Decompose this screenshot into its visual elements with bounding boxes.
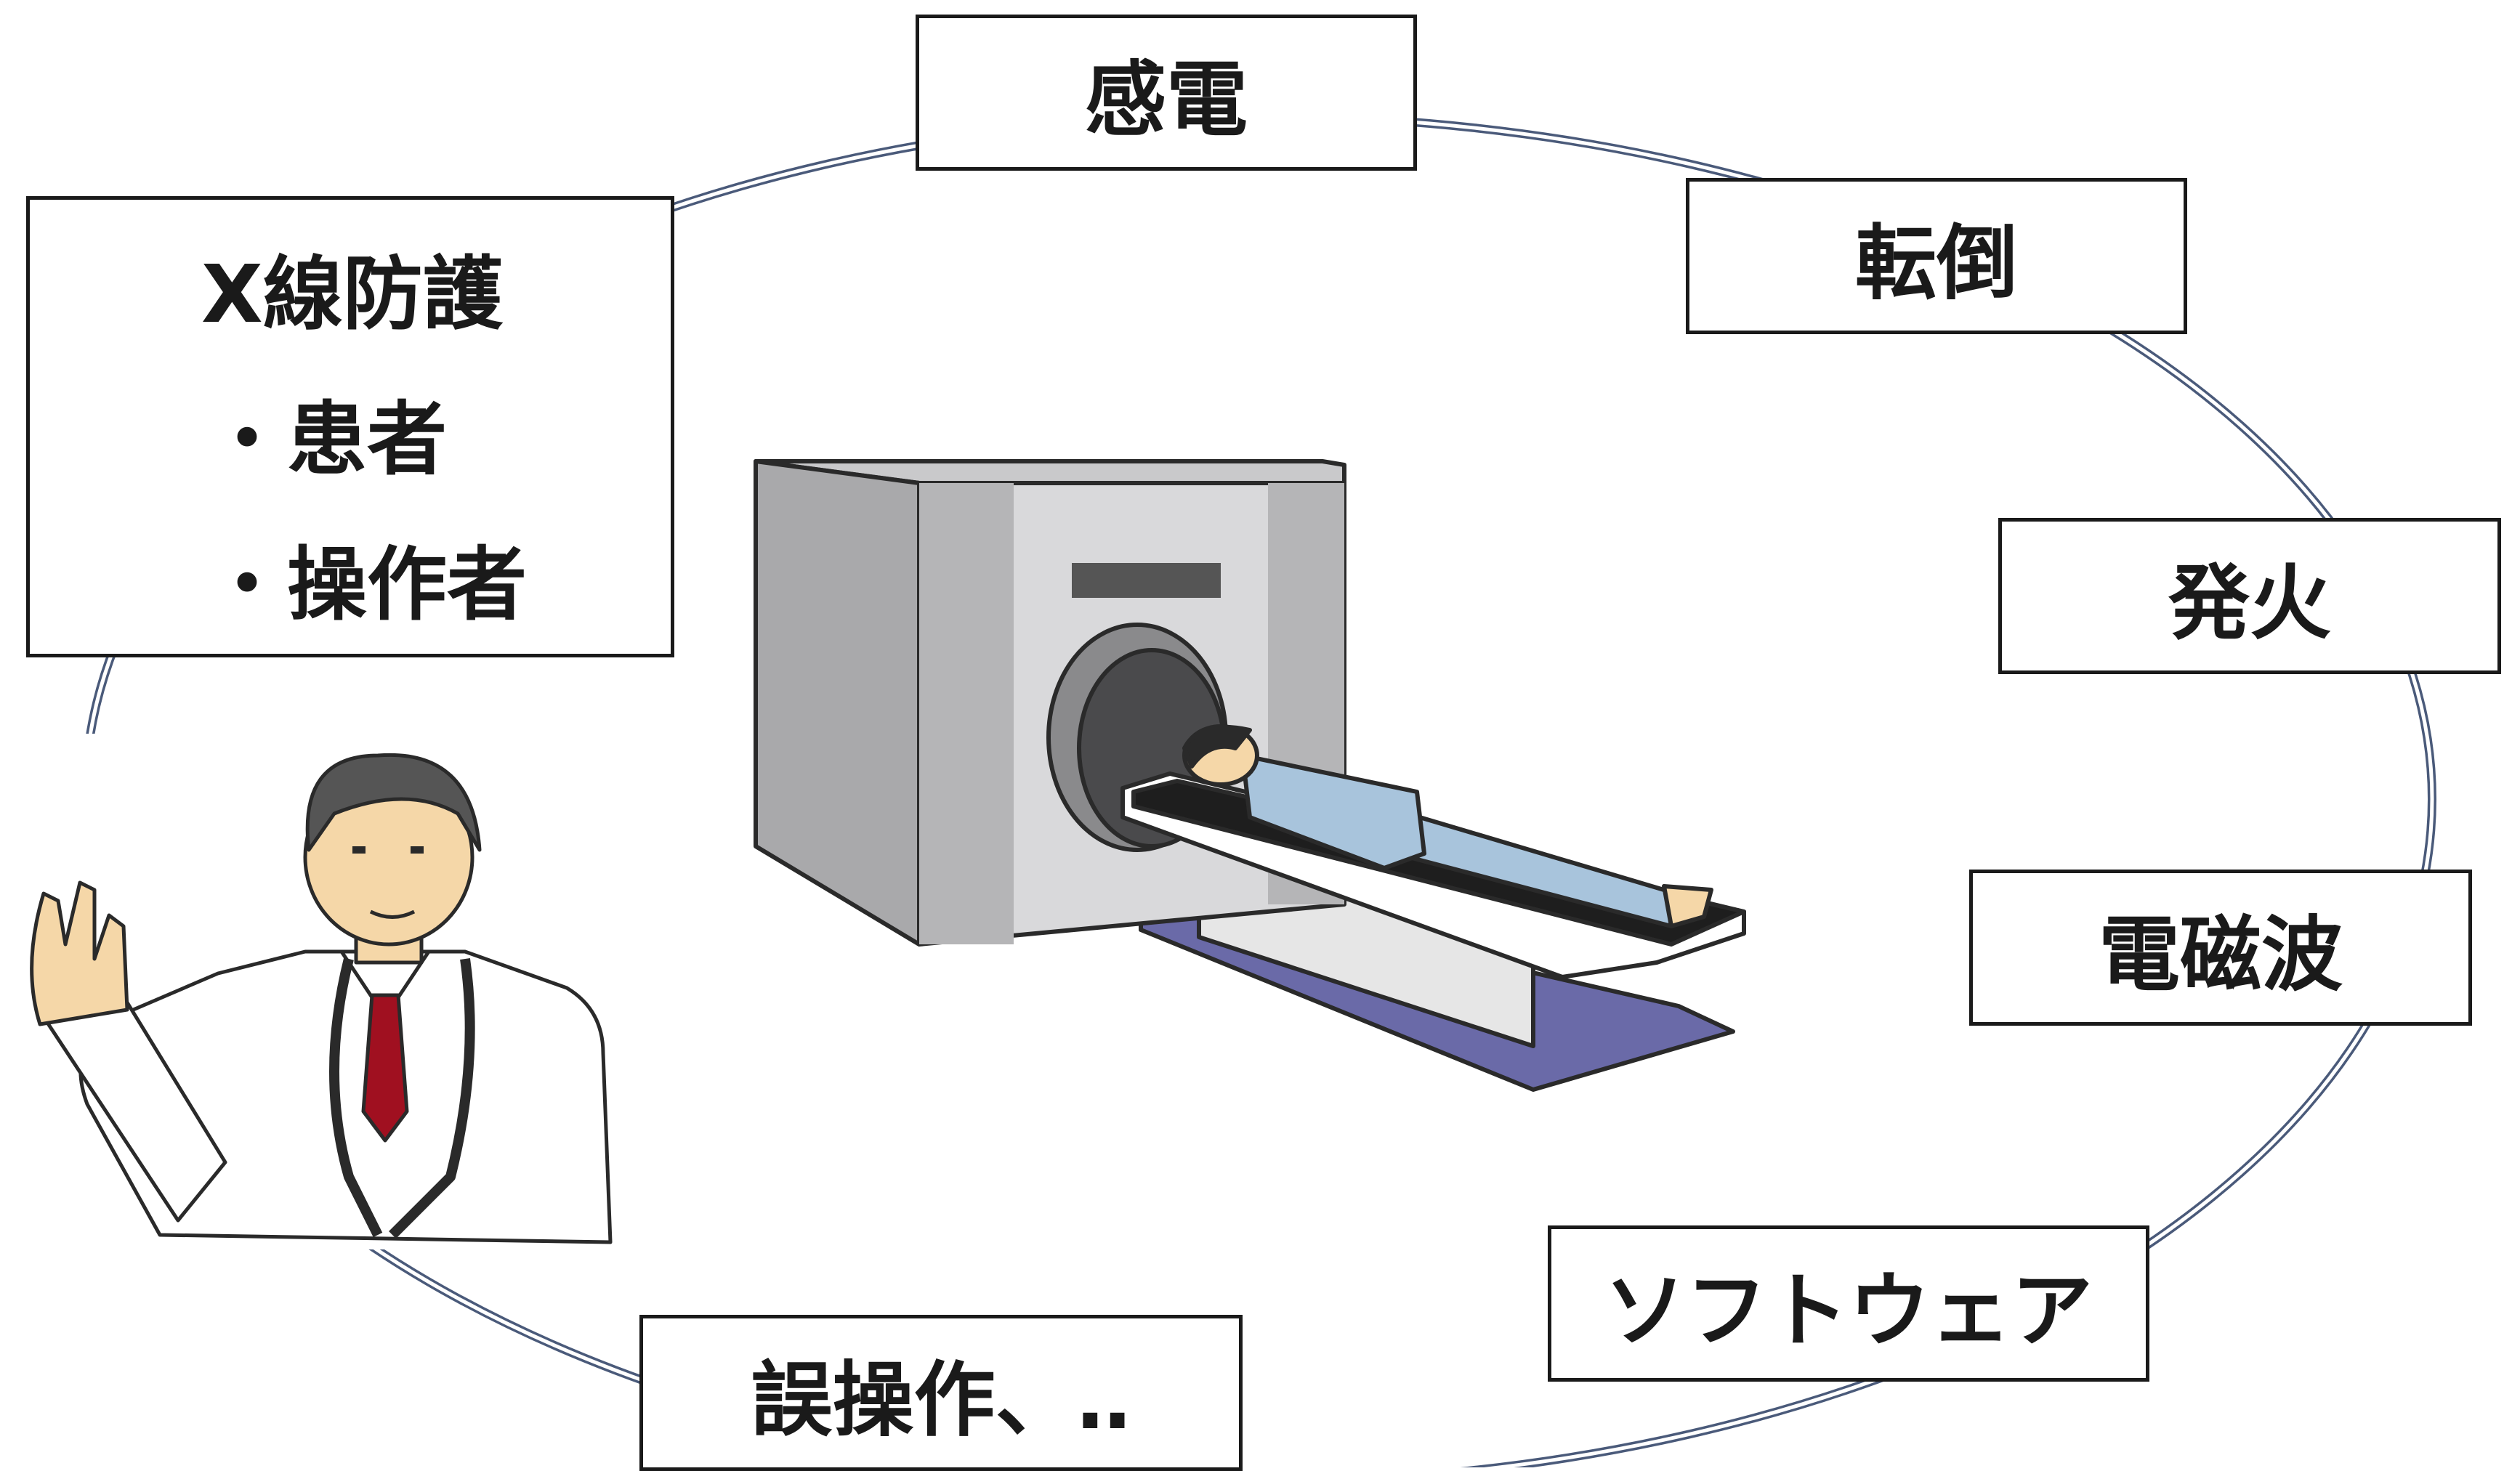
doctor-mouth [369,909,416,919]
xray-protection-title: X線防護 [201,248,503,341]
hazard-label-software: ソフトウェア [1548,1225,2149,1382]
hazard-label-em-wave: 電磁波 [1969,870,2472,1026]
patient-torso [1240,753,1426,870]
ct-gantry-panel-left [919,483,1014,944]
hazard-label-fire: 発火 [1998,518,2501,674]
hazard-label-fall: 転倒 [1686,178,2187,334]
hazard-label-misoperation: 誤操作、‥ [639,1315,1243,1471]
doctor-figure [30,753,613,1244]
doctor-tie [361,993,409,1143]
patient-figure [1182,724,1713,928]
doctor-hand [30,880,129,1026]
hazard-label-shock: 感電 [916,15,1417,171]
stethoscope-icon [329,957,475,1239]
patient-feet [1662,884,1713,928]
xray-protection-item-operator: ・操作者 [207,538,527,631]
xray-protection-item-patient: ・患者 [207,393,447,486]
xray-protection-box: X線防護 ・患者 ・操作者 [26,196,674,657]
ct-display-slot [1072,563,1221,598]
ct-gantry-side [754,459,921,947]
patient-hair [1182,724,1252,769]
ct-scanner-icon [754,459,1746,1092]
doctor-hair [305,753,482,852]
